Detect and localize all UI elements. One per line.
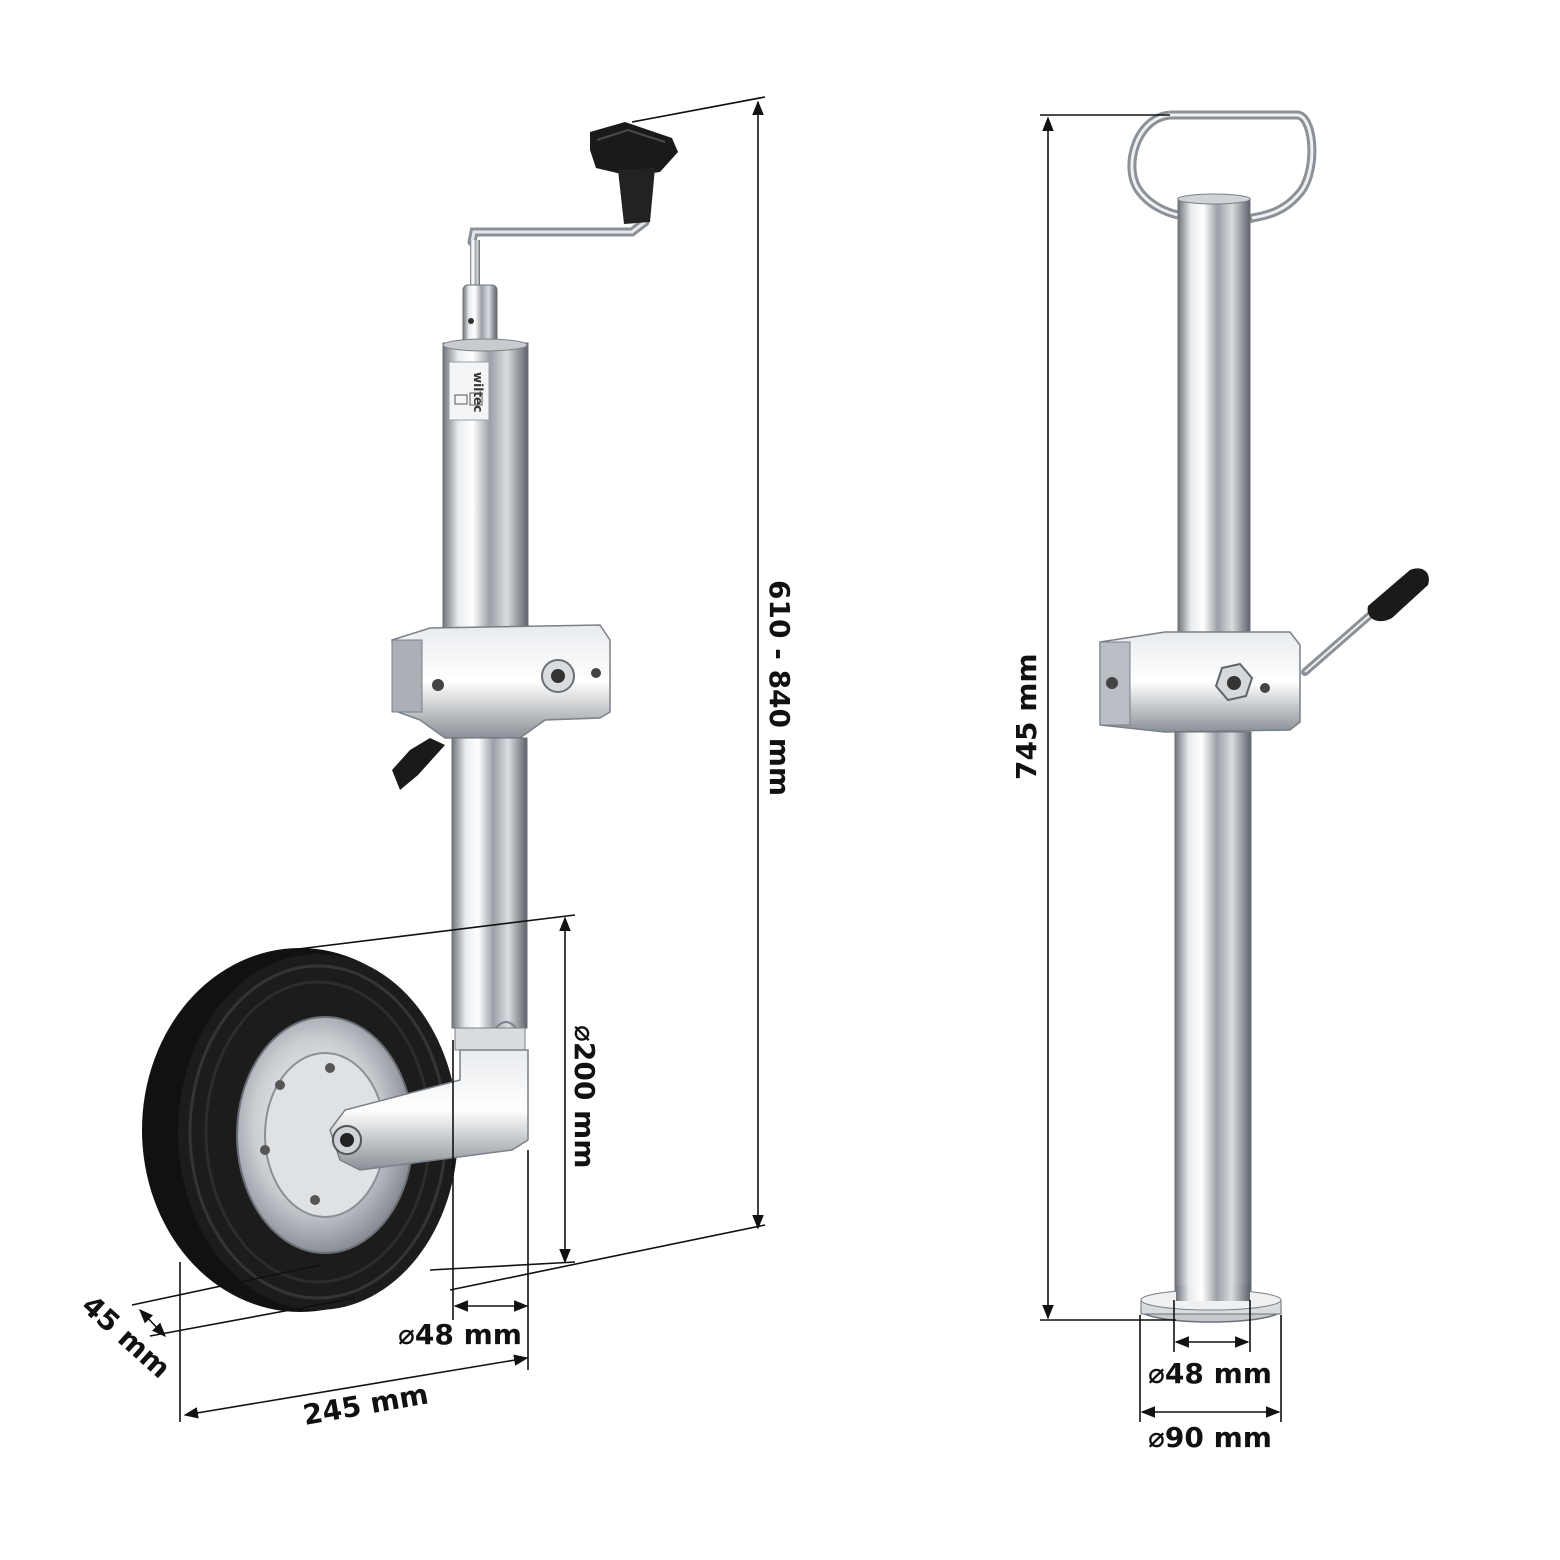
clamp-lever: [392, 738, 445, 790]
wheel-diameter-label: ⌀200 mm: [568, 1025, 601, 1168]
right-dimension-lines: [1040, 114, 1282, 1422]
wheel-width-label: 45 mm: [75, 1289, 177, 1385]
wheel-fork: [329, 1049, 529, 1171]
crank-collar: [462, 284, 498, 346]
stand-clamp: [1099, 631, 1301, 733]
brand-label-text: wiltec: [471, 372, 485, 412]
tube-diameter-label: ⌀48 mm: [398, 1318, 522, 1351]
product-label: [448, 361, 490, 421]
jockey-wheel-illustration: wiltec: [142, 122, 678, 1312]
crank-shaft: [470, 240, 480, 290]
left-dimension-lines: [131, 96, 766, 1422]
clamp-bracket: [391, 624, 611, 739]
wheel: [142, 948, 458, 1312]
overall-depth-dimension: [183, 1354, 529, 1419]
upper-tube: [1177, 197, 1251, 644]
stand-lever-knob: [1367, 568, 1429, 622]
prop-stand-illustration: [1099, 110, 1429, 1323]
foot-diameter-label: ⌀90 mm: [1148, 1421, 1272, 1454]
crank-knob: [590, 122, 678, 176]
wheel-width-dimension: [139, 1308, 166, 1338]
inner-tube: [451, 737, 528, 1029]
stand-height-label: 745 mm: [1010, 653, 1043, 780]
lower-tube: [1174, 731, 1252, 1303]
height-range-label: 610 - 840 mm: [763, 580, 796, 796]
stand-tube-diameter-label: ⌀48 mm: [1148, 1357, 1272, 1390]
